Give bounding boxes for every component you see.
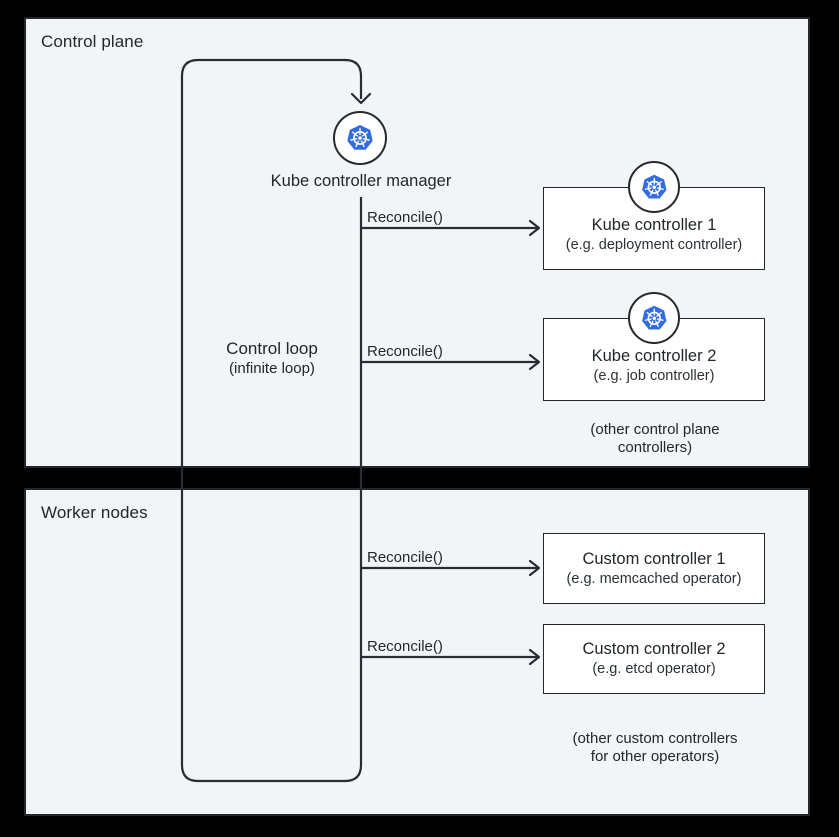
custom-controller-2-title: Custom controller 2 <box>582 640 726 658</box>
control-loop-subtitle: (infinite loop) <box>229 360 315 377</box>
custom-controller-1-title: Custom controller 1 <box>582 549 726 568</box>
reconcile-label-2: Reconcile() <box>367 343 443 360</box>
control-loop-label: Control loop (infinite loop) <box>226 338 318 378</box>
worker-nodes-label: Worker nodes <box>41 503 148 522</box>
kube-controller-2-title: Kube controller 2 <box>591 346 717 365</box>
control-loop-title: Control loop <box>226 339 318 358</box>
other-control-plane-controllers-note: (other control plane controllers) <box>590 421 720 456</box>
kubernetes-icon <box>333 111 387 165</box>
kube-controller-2-subtitle: (e.g. job controller) <box>593 367 715 384</box>
custom-controller-2-subtitle: (e.g. etcd operator) <box>592 661 716 677</box>
other-custom-controllers-note: (other custom controllers for other oper… <box>572 730 738 765</box>
custom-controller-2-box: Custom controller 2 (e.g. etcd operator) <box>543 624 765 694</box>
custom-controller-1-box: Custom controller 1 (e.g. memcached oper… <box>543 533 765 604</box>
reconcile-label-3: Reconcile() <box>367 549 443 566</box>
kube-controller-1-subtitle: (e.g. deployment controller) <box>565 236 743 253</box>
kube-controller-1-title: Kube controller 1 <box>591 215 717 234</box>
kube-controller-manager-label: Kube controller manager <box>270 172 452 190</box>
custom-controller-1-subtitle: (e.g. memcached operator) <box>566 570 742 587</box>
reconcile-label-4: Reconcile() <box>367 638 443 655</box>
reconcile-label-1: Reconcile() <box>367 209 443 226</box>
control-plane-label: Control plane <box>41 32 144 51</box>
kubernetes-icon <box>628 161 680 213</box>
kubernetes-icon <box>628 292 680 344</box>
